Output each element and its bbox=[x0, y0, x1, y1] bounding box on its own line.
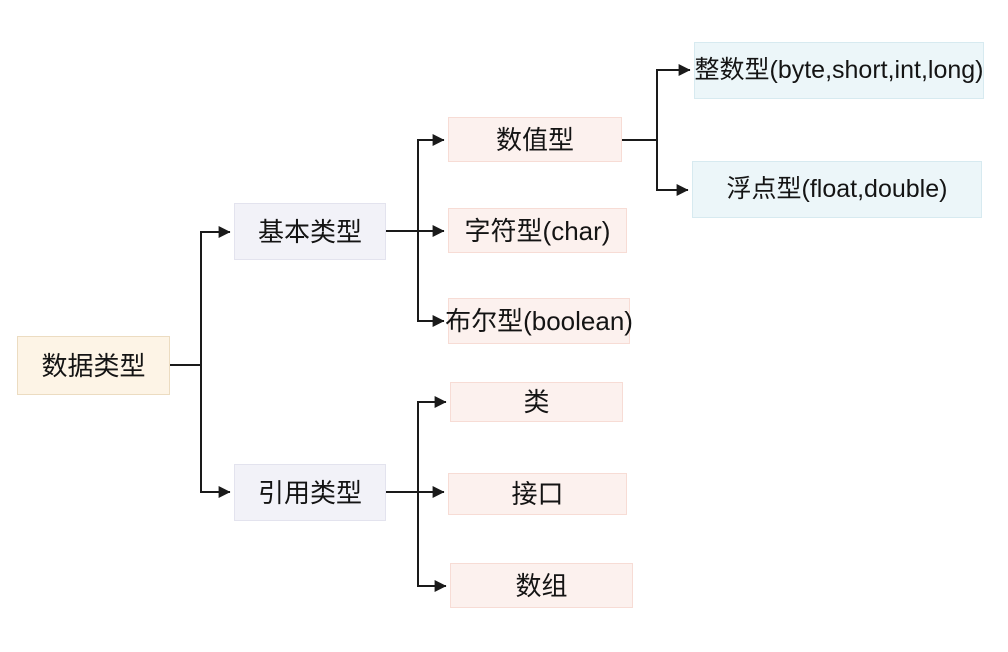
node-reference-type: 引用类型 bbox=[234, 464, 386, 521]
node-interface: 接口 bbox=[448, 473, 627, 515]
edge-numeric-float bbox=[656, 140, 689, 196]
node-boolean-type: 布尔型(boolean) bbox=[445, 298, 633, 344]
edge-reference-array bbox=[417, 492, 447, 592]
node-data-type: 数据类型 bbox=[17, 336, 170, 395]
edge-basic-numeric bbox=[386, 134, 445, 232]
node-char-type: 字符型(char) bbox=[448, 208, 627, 253]
node-float-type: 浮点型(float,double) bbox=[692, 161, 982, 218]
edge-numeric-integer bbox=[622, 64, 691, 141]
edge-root-reference bbox=[200, 365, 231, 498]
node-class: 类 bbox=[450, 382, 623, 422]
node-primitive-type: 基本类型 bbox=[234, 203, 386, 260]
node-integer-type: 整数型(byte,short,int,long) bbox=[694, 42, 984, 99]
node-numeric-type: 数值型 bbox=[448, 117, 622, 162]
node-array: 数组 bbox=[450, 563, 633, 608]
edge-root-basic bbox=[170, 226, 231, 366]
edge-reference-class bbox=[386, 396, 447, 493]
edge-basic-boolean bbox=[417, 231, 445, 327]
